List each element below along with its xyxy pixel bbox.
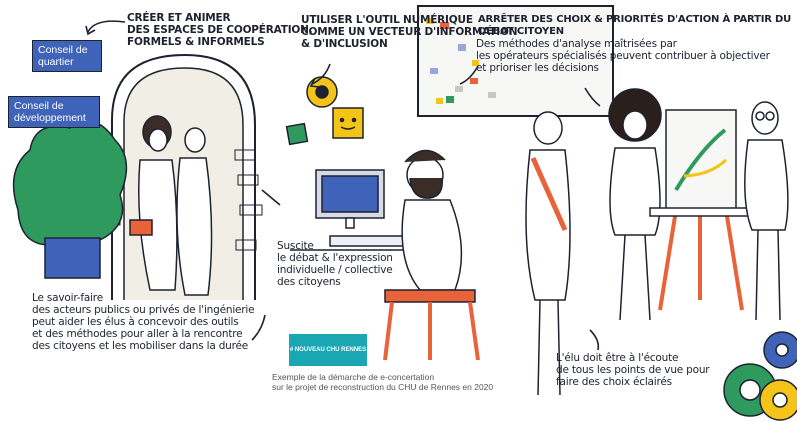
heading-arreter-choix: ARRÊTER DES CHOIX & PRIORITÉS D'ACTION À… [478,14,792,37]
green-bush [12,120,128,279]
caption-exemple: Exemple de la démarche de e-concertation… [272,372,494,392]
text-elu: L'élu doit être à l'écoute de tous les p… [556,352,710,388]
green-square-icon [285,122,309,146]
text-suscite: Suscite le débat & l'expression individu… [277,240,393,288]
citizen-left-woman [129,115,178,291]
chu-rennes-logo: # NOUVEAU CHU RENNES [289,334,367,366]
woman-curly-hair [608,88,662,321]
conseil-quartier-label: Conseil de quartier [38,44,88,68]
text-methodes: Des méthodes d'analyse maîtrisées par le… [476,38,770,74]
citizen-left-man [176,127,213,296]
conseil-quartier-tag: Conseil de quartier [32,40,102,72]
heading-utiliser-outil: UTILISER L'OUTIL NUMÉRIQUE COMME UN VECT… [301,14,518,50]
seated-man [401,149,463,291]
text-savoir-faire: Le savoir-faire des acteurs publics ou p… [32,292,255,352]
standing-man-orange-sash [525,111,571,396]
flower-icon [306,76,338,108]
arrow-icon [85,20,601,351]
easel-icon [649,109,751,311]
man-with-glasses [744,101,789,321]
heading-creer-animer: CRÉER ET ANIMER DES ESPACES DE COOPÉRATI… [127,12,313,48]
conseil-developpement-label: Conseil de développement [14,100,86,124]
chair-icon [383,289,480,361]
whiteboard [417,5,614,117]
conseil-developpement-tag: Conseil de développement [8,96,100,128]
gear-icon [723,331,797,421]
computer-icon [315,169,411,247]
smiley-icon [332,107,364,139]
